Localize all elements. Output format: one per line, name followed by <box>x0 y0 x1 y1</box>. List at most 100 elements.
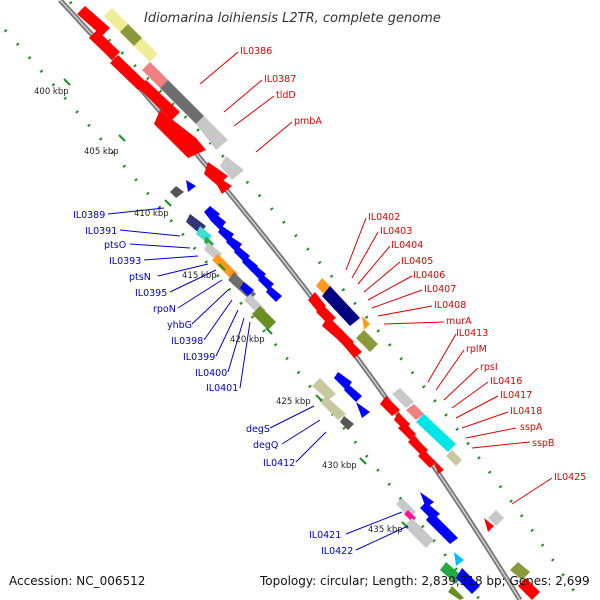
map-title: Idiomarina loihiensis L2TR, complete gen… <box>144 11 441 26</box>
gene-feature <box>380 396 400 416</box>
gene-feature <box>362 316 370 330</box>
gene-label: IL0403 <box>380 226 412 237</box>
forward-leader-lines <box>199 51 553 505</box>
gene-label: IL0398 <box>171 336 203 347</box>
gene-label: IL0413 <box>456 328 488 339</box>
gene-label: IL0393 <box>109 256 141 267</box>
gene-feature <box>434 460 444 474</box>
gene-feature <box>426 512 458 544</box>
scale-label: 435 kbp <box>368 525 403 535</box>
scale-label: 425 kbp <box>276 397 311 407</box>
gene-label: IL0425 <box>554 472 586 483</box>
gene-label: IL0406 <box>413 270 445 281</box>
gene-label: degQ <box>253 440 278 451</box>
gene-feature <box>406 404 424 420</box>
gene-feature <box>340 416 354 430</box>
gene-feature <box>454 552 464 566</box>
reverse-leader-lines <box>107 207 409 551</box>
scale-label: 420 kbp <box>230 335 265 345</box>
gene-feature <box>104 8 128 32</box>
gene-label: ptsO <box>104 240 126 251</box>
gene-feature <box>134 38 158 62</box>
gene-feature <box>416 414 456 452</box>
scale-labels: 400 kbp 405 kbp 410 kbp 415 kbp 420 kbp … <box>34 87 403 535</box>
gene-label: IL0416 <box>490 376 522 387</box>
gene-label: tldD <box>276 90 296 101</box>
gene-feature <box>404 518 434 548</box>
accession-text: Accession: NC_006512 <box>9 574 145 588</box>
gene-label: IL0417 <box>500 390 532 401</box>
gene-label: sspA <box>520 422 543 433</box>
gene-feature <box>220 156 244 180</box>
gene-feature <box>518 578 540 600</box>
reverse-gene-labels: IL0389 IL0391 ptsO IL0393 ptsN IL0395 rp… <box>73 210 353 557</box>
gene-label: IL0400 <box>195 368 227 379</box>
gene-label: murA <box>446 316 472 327</box>
gene-label: pmbA <box>294 116 322 127</box>
gene-label: degS <box>246 424 270 435</box>
gene-feature <box>488 510 504 526</box>
gene-feature <box>448 586 464 600</box>
gene-feature <box>510 562 530 580</box>
gene-feature <box>312 378 336 400</box>
gene-feature <box>77 6 110 36</box>
gene-feature <box>344 340 362 358</box>
gene-feature <box>320 396 346 420</box>
gene-label: IL0404 <box>391 240 423 251</box>
reverse-strand-features <box>170 180 480 600</box>
gene-label: rpoN <box>153 304 176 315</box>
gene-label: IL0389 <box>73 210 105 221</box>
gene-label: IL0418 <box>510 406 542 417</box>
gene-feature <box>120 24 142 46</box>
gene-feature <box>484 518 494 532</box>
gene-label: IL0421 <box>309 530 341 541</box>
gene-label: IL0408 <box>434 300 466 311</box>
gene-label: IL0395 <box>135 288 167 299</box>
gene-feature <box>456 568 480 594</box>
gene-label: rplM <box>466 344 487 355</box>
gene-label: IL0412 <box>263 458 295 469</box>
gene-label: IL0422 <box>321 546 353 557</box>
gene-label: IL0399 <box>183 352 215 363</box>
gene-feature <box>344 384 362 402</box>
gene-label: IL0391 <box>85 226 117 237</box>
gene-feature <box>418 450 436 468</box>
scale-tick-marks <box>63 78 409 529</box>
scale-label: 405 kbp <box>84 147 119 157</box>
gene-feature <box>266 286 282 302</box>
gene-label: IL0407 <box>424 284 456 295</box>
gene-feature <box>252 306 276 330</box>
scale-label: 415 kbp <box>182 271 217 281</box>
gene-feature <box>210 172 232 194</box>
forward-strand-features <box>77 6 540 600</box>
gene-feature <box>110 55 146 90</box>
forward-gene-labels: IL0386 IL0387 tldD pmbA IL0402 IL0403 IL… <box>240 46 586 483</box>
gene-feature <box>170 186 184 198</box>
gene-feature <box>89 30 120 60</box>
gene-feature <box>398 422 416 440</box>
gene-label: sspB <box>532 438 554 449</box>
gene-feature <box>322 286 360 326</box>
gene-label: IL0387 <box>264 74 296 85</box>
gene-label: IL0402 <box>368 212 400 223</box>
gene-feature <box>446 450 462 466</box>
gene-feature <box>356 330 378 352</box>
gene-feature <box>196 116 228 150</box>
genome-stats-text: Topology: circular; Length: 2,839,318 bp… <box>259 574 590 588</box>
scale-label: 430 kbp <box>322 461 357 471</box>
gene-feature <box>420 492 434 508</box>
gene-feature <box>186 180 196 192</box>
gene-label: IL0401 <box>206 383 238 394</box>
gene-label: ptsN <box>129 272 151 283</box>
gene-label: IL0386 <box>240 46 272 57</box>
gene-feature <box>142 62 168 88</box>
gene-feature <box>356 402 370 418</box>
gene-feature <box>240 282 254 296</box>
gene-feature <box>154 110 206 158</box>
gene-feature <box>160 80 204 124</box>
gene-feature <box>138 80 180 120</box>
scale-label: 410 kbp <box>134 209 169 219</box>
gene-feature <box>212 254 238 280</box>
